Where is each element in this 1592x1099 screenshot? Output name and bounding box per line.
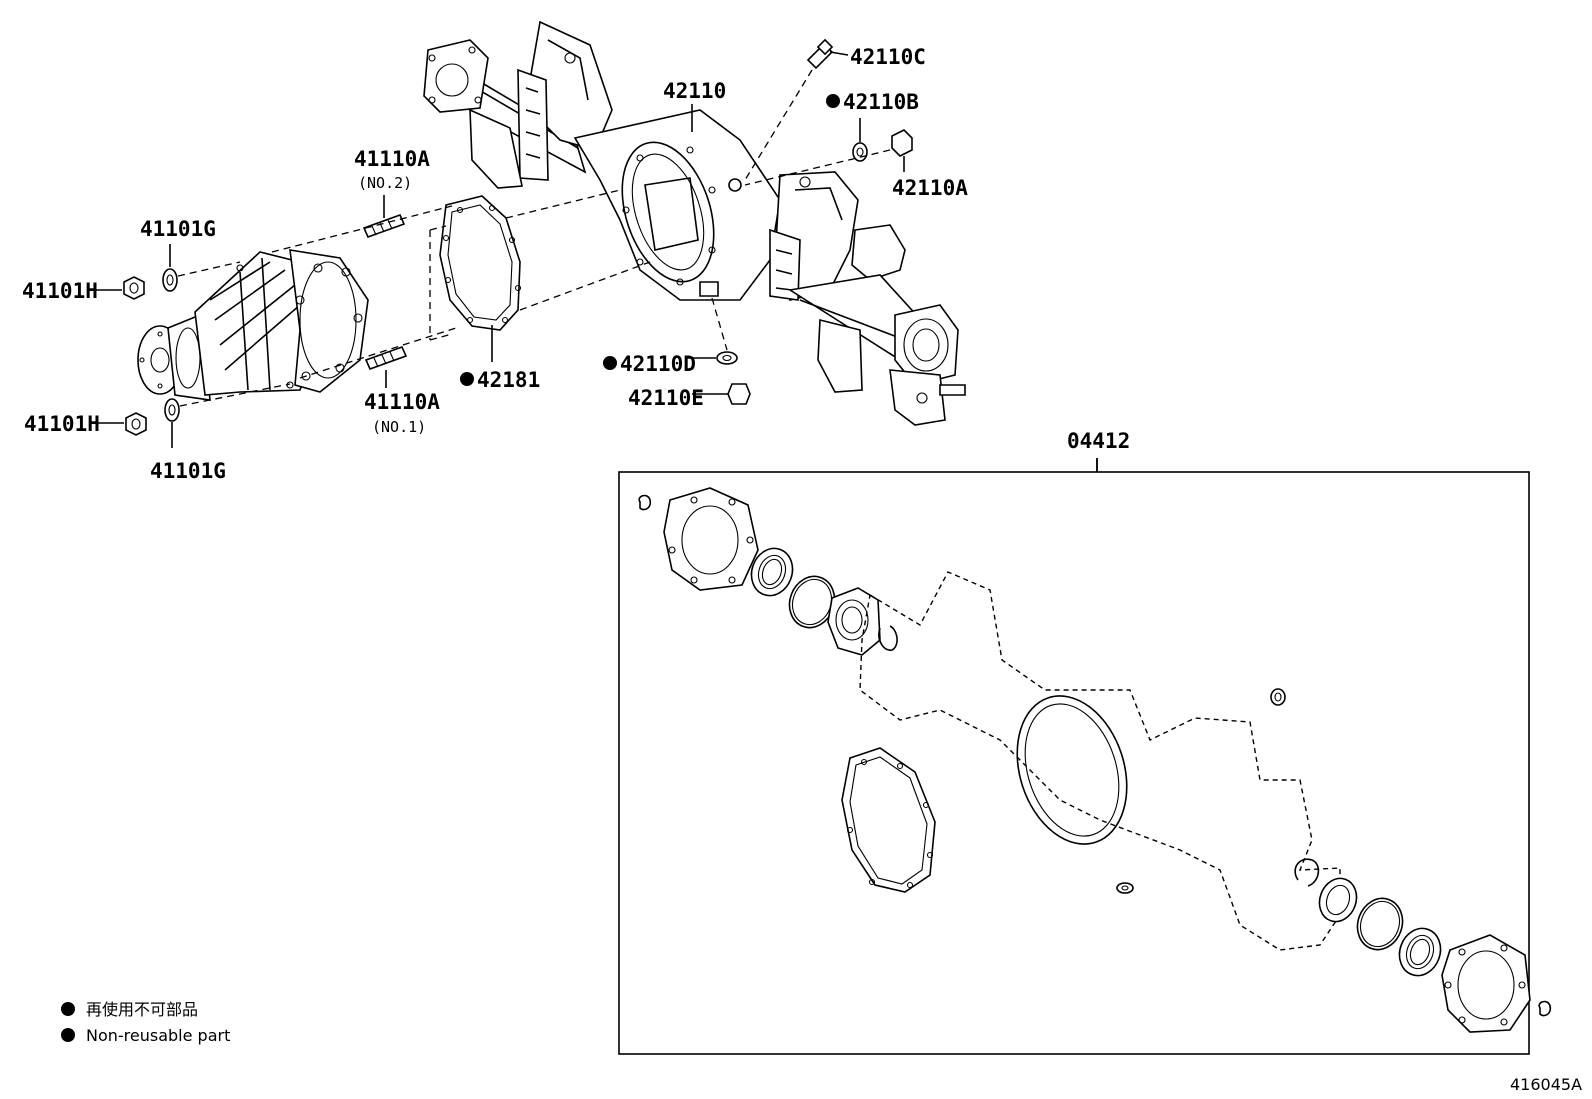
assembly-lines-left bbox=[177, 189, 651, 407]
non-reusable-marker-42110B bbox=[826, 94, 840, 108]
washer-41101G-bottom bbox=[164, 398, 180, 448]
label-41101H-bottom: 41101H bbox=[24, 412, 100, 436]
label-41110A-bottom: 41110A bbox=[364, 390, 440, 414]
filler-plug-42110A bbox=[744, 129, 913, 186]
label-42110A: 42110A bbox=[892, 176, 968, 200]
label-04412: 04412 bbox=[1067, 429, 1130, 453]
legend-text-ja: 再使用不可部品 bbox=[86, 1000, 198, 1019]
label-42110C: 42110C bbox=[850, 45, 926, 69]
non-reusable-marker-42181 bbox=[460, 372, 474, 386]
drain-plug-42110E bbox=[692, 383, 751, 405]
washer-41101G-top bbox=[162, 244, 178, 292]
axle-housing-drawing bbox=[423, 20, 966, 426]
legend-text-en: Non-reusable part bbox=[86, 1026, 230, 1045]
label-42110: 42110 bbox=[663, 79, 726, 103]
leader-lines bbox=[691, 104, 1098, 472]
drain-gasket-42110B bbox=[852, 118, 868, 162]
carrier-gasket-42181 bbox=[439, 195, 522, 362]
label-41101H-top: 41101H bbox=[22, 279, 98, 303]
label-41101G-bottom: 41101G bbox=[150, 459, 226, 483]
label-42110B: 42110B bbox=[843, 90, 919, 114]
label-41110A-top-sub: (NO.2) bbox=[358, 174, 412, 192]
legend-bullet-en bbox=[61, 1028, 75, 1042]
legend-bullet-ja bbox=[61, 1002, 75, 1016]
gasket-kit-contents bbox=[638, 487, 1552, 1033]
stud-41110A-no1 bbox=[364, 345, 408, 388]
diagram-reference-code: 416045A bbox=[1510, 1075, 1582, 1094]
label-41101G-top: 41101G bbox=[140, 217, 216, 241]
legend: 再使用不可部品 Non-reusable part bbox=[61, 1000, 230, 1045]
nut-41101H-top bbox=[96, 276, 145, 300]
label-41110A-top: 41110A bbox=[354, 147, 430, 171]
differential-carrier-drawing bbox=[137, 249, 369, 401]
label-42110E: 42110E bbox=[628, 386, 704, 410]
drain-gasket-42110D bbox=[686, 297, 738, 365]
stud-41110A-no2 bbox=[362, 195, 406, 239]
label-42181: 42181 bbox=[477, 368, 540, 392]
non-reusable-marker-42110D bbox=[603, 356, 617, 370]
label-41110A-bottom-sub: (NO.1) bbox=[372, 418, 426, 436]
breather-plug-42110C bbox=[744, 38, 849, 181]
label-42110D: 42110D bbox=[620, 352, 696, 376]
nut-41101H-bottom bbox=[98, 412, 147, 436]
